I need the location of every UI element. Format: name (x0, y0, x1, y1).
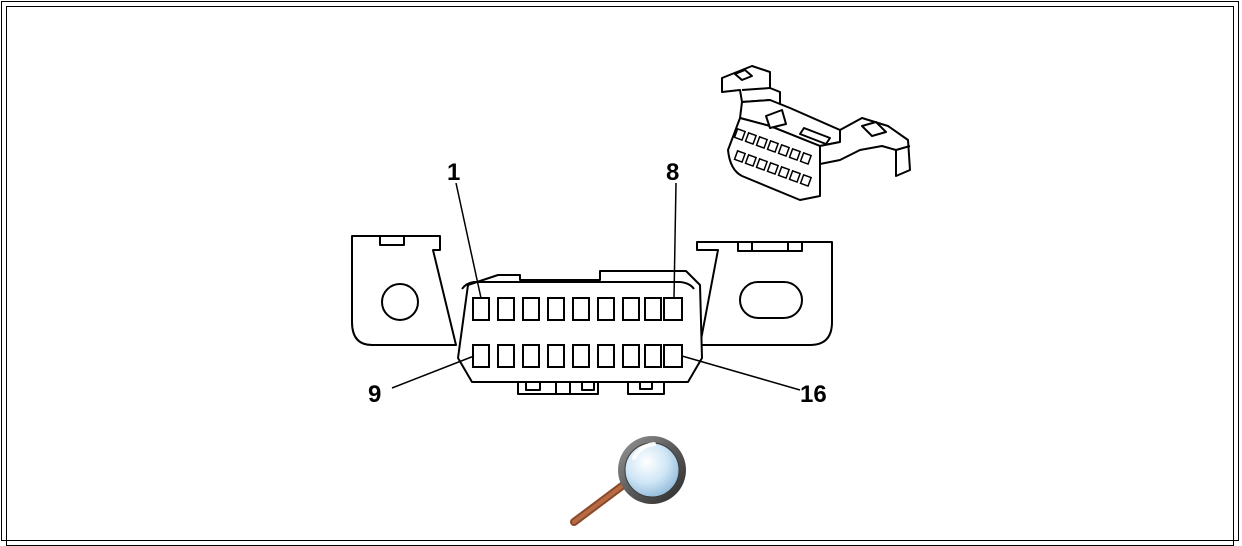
leader-lines (391, 182, 801, 391)
pin-label-9: 9 (368, 381, 381, 408)
pin-3 (522, 297, 540, 321)
pin-10 (497, 344, 515, 368)
magnifying-glass-icon[interactable] (570, 436, 686, 526)
pin-9 (472, 344, 490, 368)
leader-pin-16 (681, 355, 801, 391)
pin-label-1: 1 (447, 159, 460, 186)
pin-5 (572, 297, 590, 321)
connector-bottom-tabs (517, 381, 665, 395)
pin-label-8: 8 (666, 159, 679, 186)
pin-12 (547, 344, 565, 368)
left-mounting-hole (381, 283, 419, 321)
iso-pin-rows (733, 127, 813, 188)
pin-4 (547, 297, 565, 321)
left-ear-clip (379, 235, 405, 246)
right-mounting-slot (739, 281, 803, 319)
pin-14 (597, 344, 615, 368)
leader-pin-1 (455, 182, 482, 299)
leader-pin-8 (673, 182, 677, 299)
pin-6 (597, 297, 615, 321)
pin-row-bottom (472, 344, 683, 368)
connector-front-view (351, 235, 833, 395)
right-ear-clip (737, 241, 803, 252)
pin-2 (497, 297, 515, 321)
pin-label-16: 16 (800, 381, 827, 408)
pin-1 (472, 297, 490, 321)
pin-16 (663, 344, 683, 368)
leader-pin-9 (391, 355, 475, 389)
dlc-connector-diagram: 1 8 9 16 (351, 65, 911, 526)
pin-row-top (472, 297, 683, 321)
connector-body (457, 270, 703, 383)
pin-15 (622, 344, 640, 368)
pin-13 (572, 344, 590, 368)
pin-11 (522, 344, 540, 368)
pin-8 (663, 297, 683, 321)
pin-7 (622, 297, 640, 321)
